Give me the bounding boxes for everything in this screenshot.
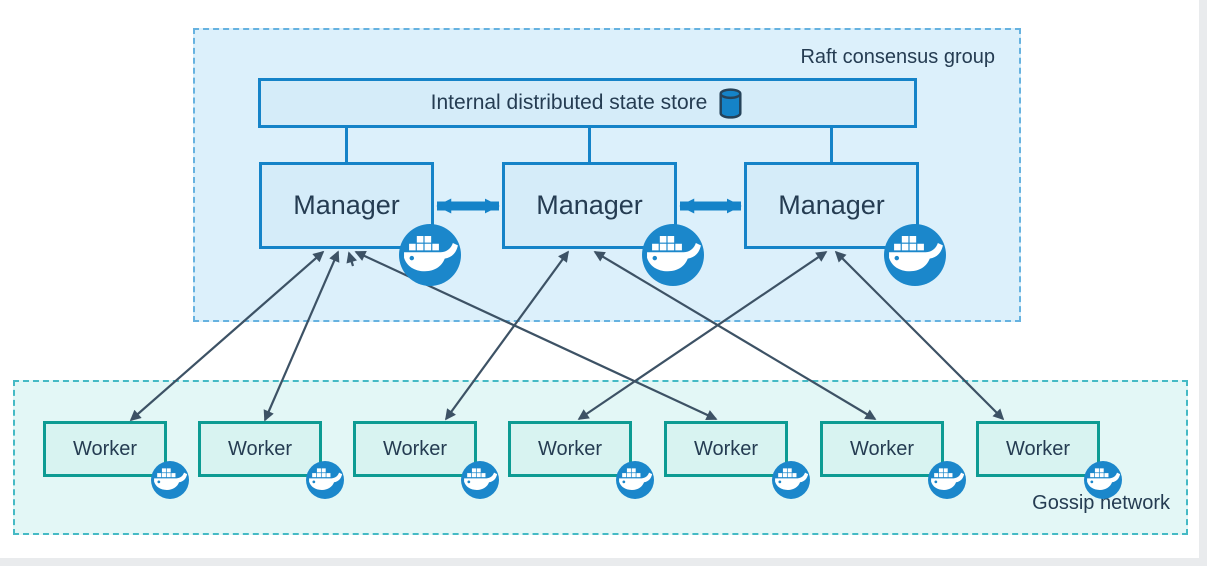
state-store-label: Internal distributed state store [430,91,708,114]
manager-label: Manager [536,190,643,220]
manager-label: Manager [778,190,885,220]
manager-node: Manager [502,162,677,249]
worker-label: Worker [1005,437,1071,460]
worker-node: Worker [43,421,167,477]
worker-label: Worker [693,437,759,460]
worker-label: Worker [227,437,293,460]
worker-label: Worker [537,437,603,460]
state-store-box: Internal distributed state store [258,78,917,128]
worker-label: Worker [72,437,138,460]
worker-node: Worker [353,421,477,477]
screen-edge [0,558,1207,566]
manager-node: Manager [259,162,434,249]
gossip-network-label: Gossip network [1032,492,1170,514]
database-icon [717,87,744,120]
worker-node: Worker [820,421,944,477]
manager-node: Manager [744,162,919,249]
worker-node: Worker [664,421,788,477]
raft-group-label: Raft consensus group [800,46,995,68]
screen-edge [1199,0,1207,566]
worker-label: Worker [382,437,448,460]
worker-node: Worker [976,421,1100,477]
worker-node: Worker [508,421,632,477]
worker-label: Worker [849,437,915,460]
worker-node: Worker [198,421,322,477]
manager-label: Manager [293,190,400,220]
